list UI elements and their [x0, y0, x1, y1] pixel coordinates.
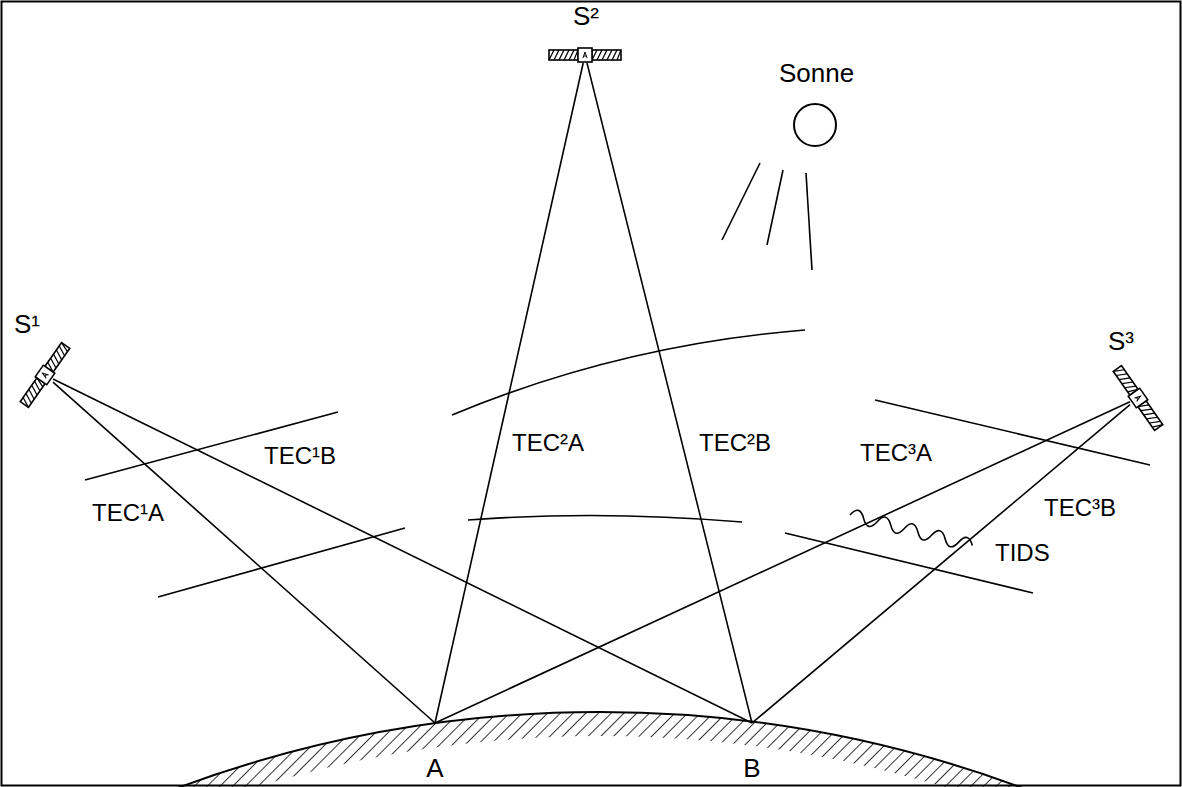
solar-panel — [1138, 401, 1163, 430]
tec-label: TEC²B — [697, 430, 773, 456]
tec-label: TEC¹B — [262, 443, 338, 469]
ground-station: A — [420, 723, 450, 785]
satellite-symbol — [577, 47, 593, 63]
sun-label: Sonne — [779, 59, 854, 88]
panel-hatch — [554, 50, 559, 60]
earth-hatch — [0, 712, 1182, 787]
sun-ray — [722, 163, 760, 240]
satellite-symbol — [1130, 390, 1146, 406]
tec-label: TEC¹A — [90, 500, 166, 526]
panel-hatch — [59, 343, 69, 352]
panel-hatch — [612, 50, 617, 60]
iono-layer — [452, 330, 805, 415]
signal-path — [53, 379, 752, 723]
satellite-node: S³ — [1130, 390, 1146, 406]
panel-hatch — [559, 50, 564, 60]
satellite-body — [35, 365, 54, 384]
satellite-mark — [1134, 395, 1141, 402]
solar-panel — [45, 343, 70, 372]
satellite-node: S¹ — [37, 367, 53, 383]
sun-symbol — [793, 103, 837, 147]
ground-station: B — [737, 723, 767, 785]
satellite-group — [549, 48, 621, 62]
satellite-body — [578, 48, 592, 62]
sun-circle — [794, 104, 836, 146]
tec-label: TEC²A — [510, 430, 586, 456]
solar-panel — [20, 378, 45, 407]
earth-surface — [0, 712, 1182, 787]
panel-hatch — [564, 50, 569, 60]
tids-wave — [848, 509, 973, 552]
solar-panel — [549, 50, 578, 60]
panel-hatch — [569, 50, 574, 60]
sun-ray — [767, 170, 783, 245]
satellite-label: S² — [573, 2, 599, 31]
panel-hatch — [602, 50, 607, 60]
signal-path — [587, 63, 752, 723]
satellite-node: S² — [577, 47, 593, 63]
satellite-label: S³ — [1108, 327, 1134, 356]
satellite-body — [1128, 388, 1147, 407]
tec-label: TEC³B — [1042, 495, 1118, 521]
satellite-mark — [583, 52, 587, 58]
disturbance-label: TIDS — [993, 540, 1052, 566]
station-label: A — [424, 754, 445, 783]
tec-label: TEC³A — [858, 440, 934, 466]
iono-layer — [85, 412, 338, 480]
panel-hatch — [549, 50, 554, 60]
panel-hatch — [617, 50, 621, 60]
panel-hatch — [56, 346, 67, 356]
signal-path — [435, 402, 1130, 723]
satellite-symbol — [37, 367, 53, 383]
signal-path — [752, 405, 1130, 723]
sun-ray — [806, 173, 812, 270]
sun-node: Sonne — [793, 103, 837, 147]
satellite-label: S¹ — [14, 310, 40, 339]
signal-path — [53, 382, 435, 723]
panel-hatch — [607, 50, 612, 60]
station-label: B — [741, 754, 762, 783]
solar-panel — [592, 50, 621, 60]
satellite-group — [19, 341, 72, 408]
panel-hatch — [32, 381, 43, 391]
signal-path — [435, 63, 583, 723]
solar-panel — [1113, 366, 1138, 395]
panel-hatch — [1152, 421, 1162, 430]
panel-hatch — [597, 50, 602, 60]
satellite-mark — [41, 372, 48, 379]
satellite-group — [1112, 364, 1165, 431]
